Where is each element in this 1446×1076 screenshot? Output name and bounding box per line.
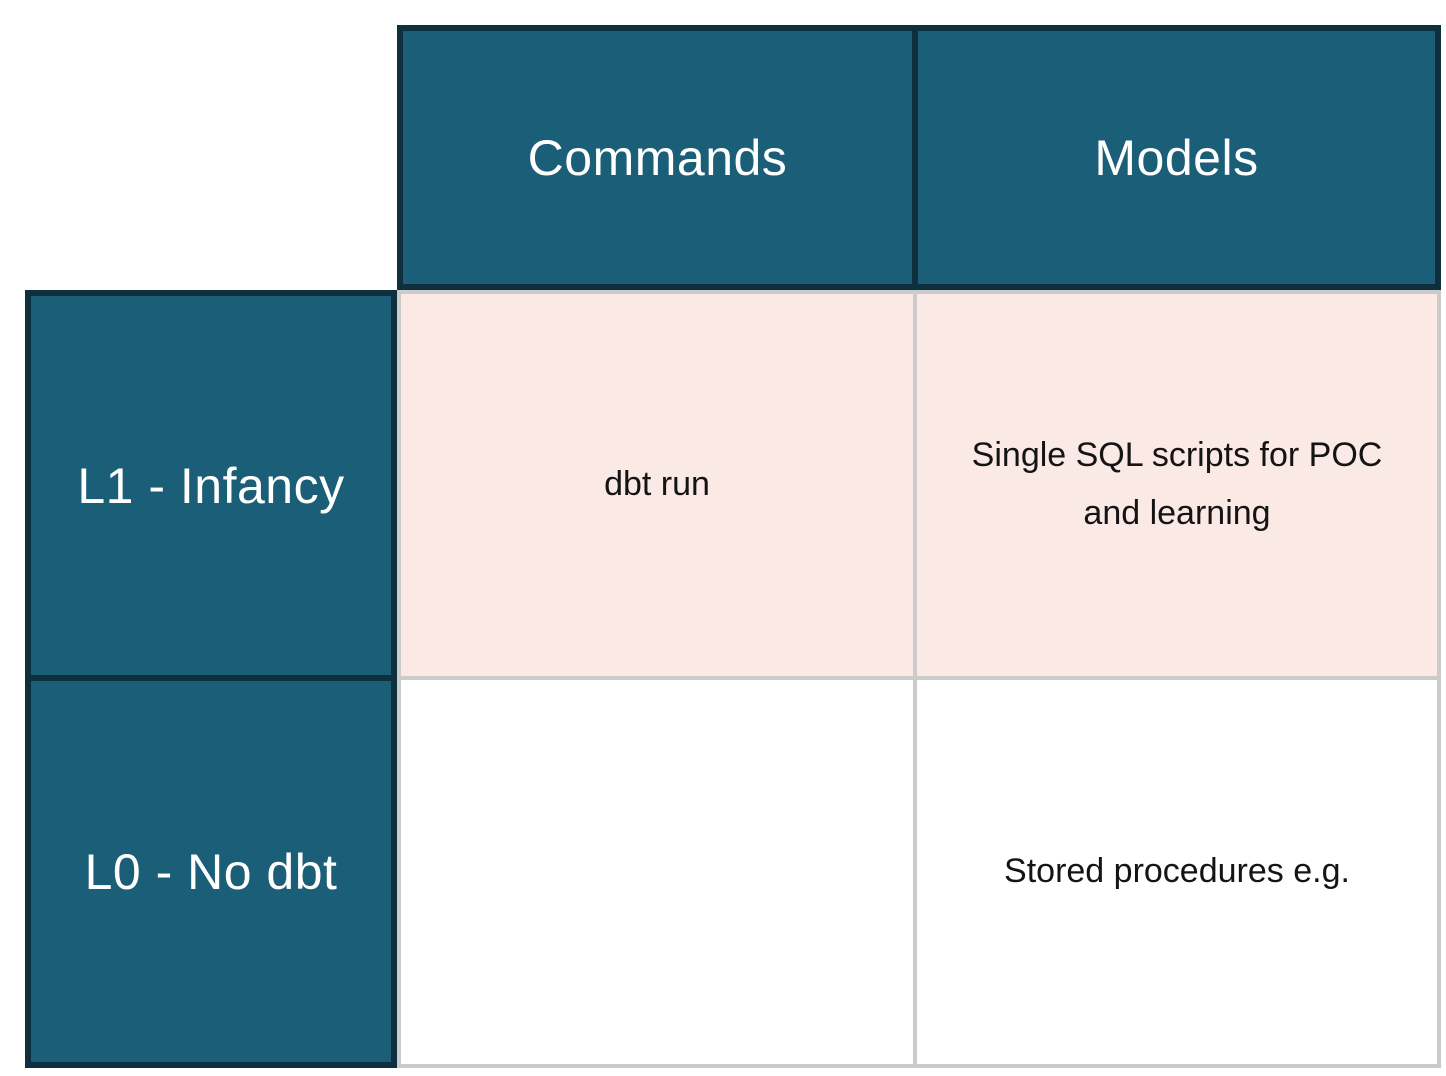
cell-l0-commands — [397, 678, 915, 1068]
row-header-l0-no-dbt: L0 - No dbt — [25, 678, 397, 1068]
cell-l1-models: Single SQL scripts for POC and learning — [915, 290, 1441, 678]
column-header-models: Models — [915, 25, 1441, 290]
cell-l1-commands: dbt run — [397, 290, 915, 678]
cell-l0-models: Stored procedures e.g. — [915, 678, 1441, 1068]
row-header-l1-infancy: L1 - Infancy — [25, 290, 397, 678]
column-header-commands: Commands — [397, 25, 915, 290]
